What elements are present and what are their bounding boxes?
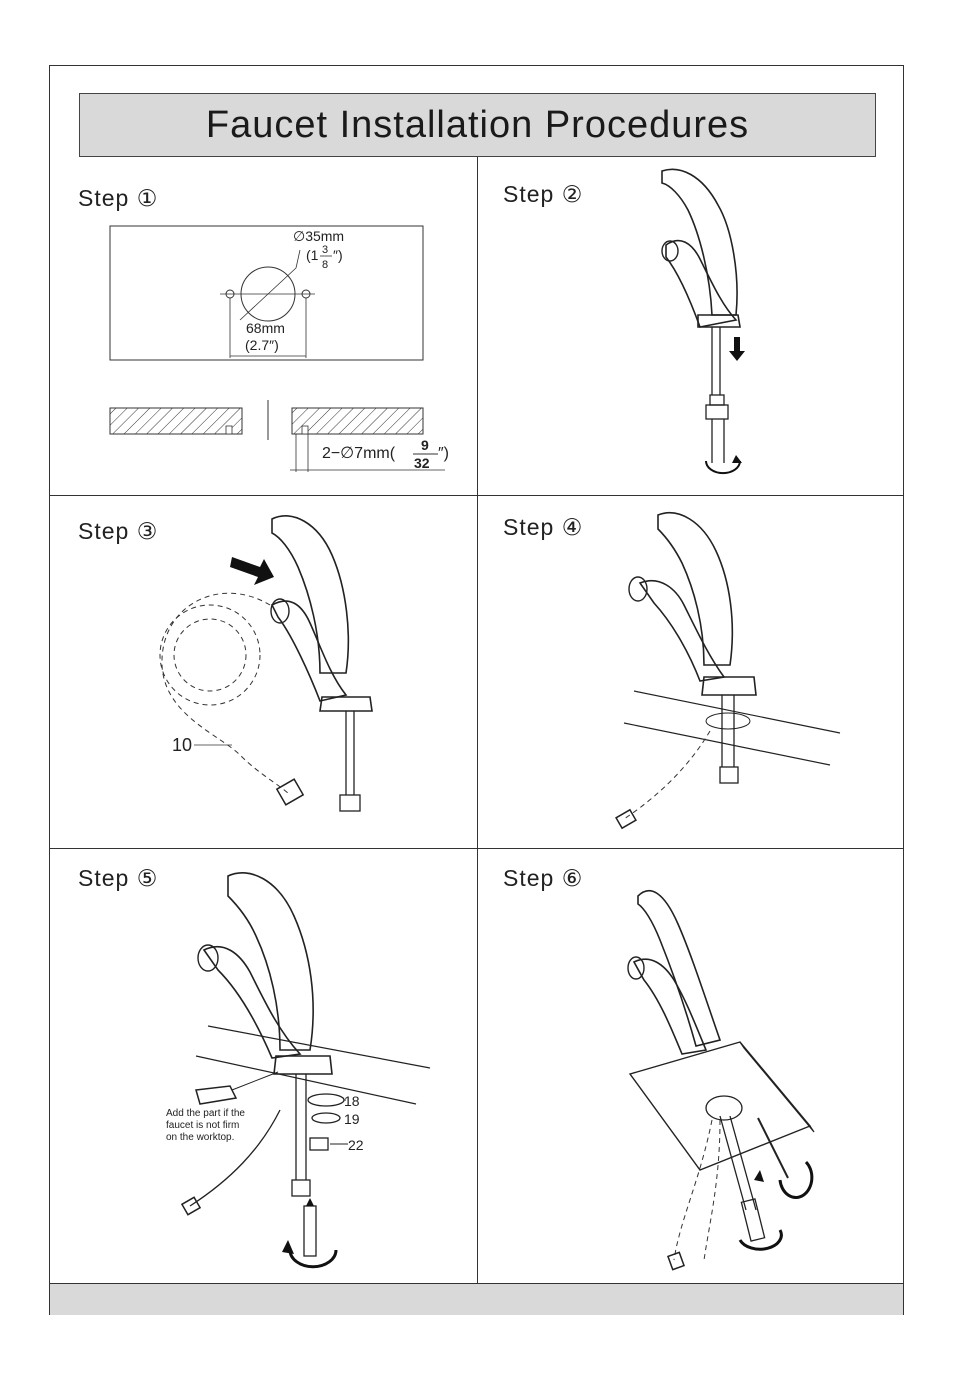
step-3-label: Step ③ (78, 518, 159, 544)
insert-arrow-icon (230, 557, 274, 585)
hose-part-number: 10 (172, 735, 192, 755)
step-2-faucet-illustration (661, 168, 745, 475)
part-22 (309, 1137, 329, 1151)
step-1-drilling-diagram: ∅35mm (1 3 8 ″) 68mm (2.7″) 2−∅7mm( 9 32… (109, 225, 449, 472)
note-line-2: faucet is not firm (166, 1120, 239, 1131)
faucet-lever (657, 511, 734, 666)
step-6-tightening-illustration (627, 890, 815, 1271)
hole-diameter-in-den: 8 (322, 259, 328, 271)
note-line-3: on the worktop. (166, 1132, 234, 1143)
worktop-edge-top (633, 690, 841, 734)
grid-divider-vertical (477, 157, 478, 1283)
worktop-underside (628, 1041, 812, 1171)
step-5-fixing-illustration: 18 19 22 Add the part if the faucet is n… (166, 872, 431, 1269)
up-arrow-icon (754, 1170, 764, 1182)
worktop-section-left (109, 407, 243, 435)
screwdriver (757, 1117, 789, 1179)
faucet-lever (637, 890, 722, 1047)
down-arrow-icon (729, 337, 745, 361)
rotate-icon (288, 1249, 338, 1269)
grid-divider-row-1 (50, 495, 903, 496)
faucet-spout (638, 580, 726, 682)
spacing-in: (2.7″) (245, 337, 279, 353)
step-2-label: Step ② (503, 181, 584, 207)
worktop-top-view (109, 225, 424, 361)
rotate-icon (705, 460, 741, 475)
hole-diameter-in-num: 3 (322, 244, 328, 256)
spacing-mm: 68mm (246, 320, 285, 336)
worktop-section-right (291, 407, 424, 435)
up-arrow-icon (306, 1198, 314, 1206)
faucet-spout (202, 945, 302, 1059)
worktop-edge-bottom (623, 722, 831, 766)
part-22-label: 22 (348, 1137, 364, 1153)
faucet-base (319, 696, 373, 712)
part-19-label: 19 (344, 1111, 360, 1127)
small-hole-num: 9 (421, 437, 429, 453)
hole-diameter-in-close: ″) (333, 247, 343, 263)
rotate-icon (778, 1160, 814, 1199)
faucet-lever (227, 872, 314, 1051)
grid-divider-row-2 (50, 848, 903, 849)
faucet-base (701, 676, 757, 696)
faucet-base (273, 1055, 333, 1075)
small-hole-prefix: 2−∅7mm( (322, 445, 396, 462)
page-title: Faucet Installation Procedures (205, 103, 750, 146)
faucet-base (697, 314, 741, 328)
part-19 (311, 1112, 341, 1124)
small-hole-suffix: ″) (438, 445, 449, 462)
title-banner: Faucet Installation Procedures (79, 93, 876, 157)
note-line-1: Add the part if the (166, 1108, 245, 1119)
step-5-label: Step ⑤ (78, 865, 159, 891)
part-18-label: 18 (344, 1093, 360, 1109)
faucet-spout (270, 600, 348, 702)
step-4-mounting-illustration (615, 511, 841, 830)
hole-diameter-mm: ∅35mm (293, 228, 344, 244)
step-4-label: Step ④ (503, 514, 584, 540)
footer-bar (50, 1283, 903, 1315)
faucet-spout (632, 958, 708, 1055)
hole-diameter-in-open: (1 (306, 247, 319, 263)
faucet-lever (271, 515, 350, 674)
small-hole-den: 32 (414, 455, 430, 471)
step-3-hose-illustration: 10 (159, 515, 373, 812)
part-18 (307, 1093, 345, 1107)
worktop-edge-top (207, 1025, 431, 1069)
bracket-part (195, 1085, 238, 1105)
step-1-label: Step ① (78, 185, 159, 211)
step-6-label: Step ⑥ (503, 865, 584, 891)
faucet-spout (665, 239, 738, 328)
rotate-icon (738, 1229, 783, 1251)
